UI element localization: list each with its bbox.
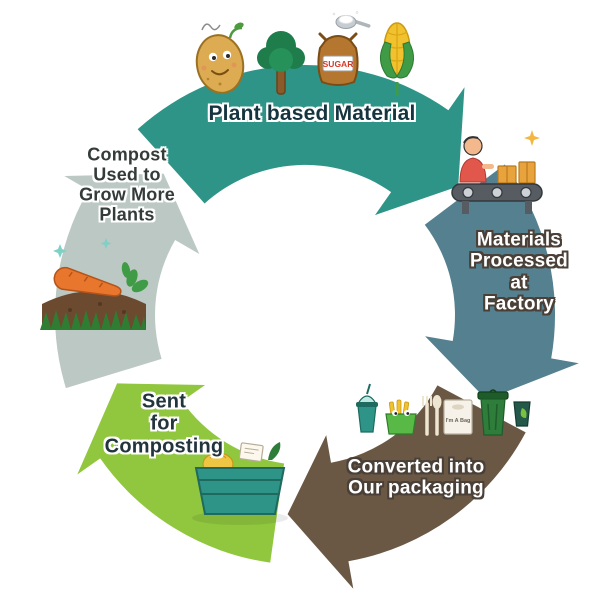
sugar-label: SUGAR xyxy=(323,59,354,69)
paper-bag-icon: I'm A Bag xyxy=(443,399,473,435)
sugar-sack-icon: SUGAR xyxy=(317,11,371,86)
spoon-sugar-icon xyxy=(332,11,371,29)
segment-label-sent-composting: Sent for Composting xyxy=(104,390,224,458)
segment-label-compost-grow: Compost Used to Grow More Plants xyxy=(79,144,175,226)
arrow-plant-based-material xyxy=(137,64,465,216)
packaging-icons: I'm A Bag xyxy=(356,383,531,436)
drink-cup-icon xyxy=(356,383,378,433)
segment-label-plant-based-material: Plant based Material xyxy=(208,102,416,126)
bag-label: I'm A Bag xyxy=(446,418,471,424)
tree-icon xyxy=(257,31,305,95)
leaf-cup-icon xyxy=(513,401,531,427)
wheelie-bin-icon xyxy=(477,389,509,436)
arrow-converted-packaging xyxy=(287,385,526,589)
compost-crate-icon xyxy=(192,442,288,525)
carrot-soil-icon xyxy=(40,238,149,330)
corn-icon xyxy=(380,22,414,96)
segment-label-converted-packaging: Converted into Our packaging xyxy=(347,456,485,499)
cutlery-icon xyxy=(422,395,442,436)
sparkle-icon xyxy=(524,130,540,146)
arrow-materials-processed xyxy=(424,164,579,400)
factory-conveyor-icon xyxy=(451,130,543,214)
arrow-sent-composting xyxy=(77,383,285,563)
segment-label-materials-processed: Materials Processed at Factory xyxy=(470,229,568,315)
potato-icon xyxy=(195,22,245,94)
food-container-icon xyxy=(385,399,417,435)
